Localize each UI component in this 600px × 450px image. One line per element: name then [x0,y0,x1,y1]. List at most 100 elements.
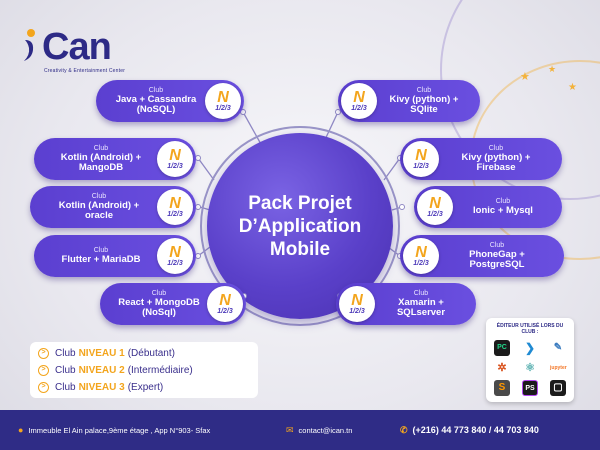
club-tech: Kivy (python) + SQlite [389,93,459,115]
center-title: Pack Projet D’Application Mobile [238,192,362,260]
pill-text: Club PhoneGap + PostgreSQL [444,235,550,277]
club-label: Club [413,289,429,297]
club-tech: Xamarin + SQLserver [396,296,446,318]
badge-letter: N [169,194,181,212]
club-pill-xamarin-sqlserver[interactable]: N 1/2/3 Club Xamarin + SQLserver [336,283,476,325]
club-label: Club [93,246,109,254]
envelope-icon: ✉ [286,424,294,435]
badge-levels: 1/2/3 [427,210,443,218]
jupyter-icon: jupyter [550,360,567,376]
level-badge: N 1/2/3 [207,286,243,322]
connector-dot [399,204,405,210]
club-pill-kotlin-oracle[interactable]: Club Kotlin (Android) + oracle N 1/2/3 [30,186,196,228]
badge-letter: N [415,146,427,164]
pill-text: Club Ionic + Mysql [458,186,548,228]
level-prefix: Club [55,347,76,359]
pill-text: Club Kotlin (Android) + MangoDB [50,138,152,180]
center-ring [200,126,400,326]
level-prefix: Club [55,364,76,376]
sublime-icon: S [494,380,510,396]
level-prefix: Club [55,381,76,393]
location-pin-icon: ● [18,425,24,435]
club-pill-kotlin-mangodb[interactable]: Club Kotlin (Android) + MangoDB N 1/2/3 [34,138,196,180]
club-tech: Java + Cassandra (NoSQL) [115,93,197,115]
eclipse-icon: ✲ [494,360,510,376]
pill-text: Club Flutter + MariaDB [50,235,152,277]
badge-levels: 1/2/3 [167,210,183,218]
footer-email[interactable]: ✉ contact@ican.tn [286,410,352,450]
club-label: Club [495,197,511,205]
badge-letter: N [429,194,441,212]
club-pill-kivy-firebase[interactable]: N 1/2/3 Club Kivy (python) + Firebase [400,138,562,180]
brand-tagline: Creativity & Entertainment Center [44,68,126,74]
badge-levels: 1/2/3 [413,259,429,267]
club-tech: Ionic + Mysql [473,204,533,216]
phone-icon: ✆ [400,424,408,435]
chevron-right-icon: > [38,381,49,393]
footer-phone[interactable]: ✆ (+216) 44 773 840 / 44 703 840 [400,410,539,450]
club-pill-react-mongodb[interactable]: Club React + MongoDB (NoSql) N 1/2/3 [100,283,246,325]
level-row-1: > Club NIVEAU 1 (Débutant) [38,346,175,360]
pill-text: Club Kivy (python) + Firebase [444,138,548,180]
level-row-3: > Club NIVEAU 3 (Expert) [38,380,163,394]
club-tech: React + MongoDB (NoSql) [118,296,200,318]
badge-letter: N [351,291,363,309]
level-suffix: (Débutant) [127,347,175,359]
footer-bar: ● Immeuble El Ain palace,9ème étage , Ap… [0,410,600,450]
python-idle-icon: ✎ [550,340,566,356]
club-tech: Kotlin (Android) + MangoDB [60,151,142,173]
phpstorm-icon: PS [522,380,538,396]
xcode-icon: ▢ [550,380,566,396]
level-suffix: (Intermédiaire) [127,364,193,376]
pill-text: Club Xamarin + SQLserver [380,283,462,325]
club-pill-java-cassandra[interactable]: Club Java + Cassandra (NoSQL) N 1/2/3 [96,80,244,122]
level-badge: N 1/2/3 [403,141,439,177]
ican-logo: Can Creativity & Entertainment Center [22,24,172,74]
level-suffix: (Expert) [127,381,164,393]
logo-i-mark-icon [24,29,35,61]
badge-letter: N [169,146,181,164]
level-badge: N 1/2/3 [403,238,439,274]
club-label: Club [148,86,164,94]
badge-letter: N [217,88,229,106]
badge-levels: 1/2/3 [167,162,183,170]
phone-text: (+216) 44 773 840 / 44 703 840 [412,425,539,435]
pycharm-icon: PC [494,340,510,356]
level-row-2: > Club NIVEAU 2 (Intermédiaire) [38,363,193,377]
badge-levels: 1/2/3 [349,307,365,315]
badge-letter: N [169,243,181,261]
pill-text: Club Java + Cassandra (NoSQL) [112,80,200,122]
level-name: NIVEAU 2 [78,364,125,376]
pill-text: Club React + MongoDB (NoSql) [116,283,202,325]
badge-letter: N [353,88,365,106]
badge-levels: 1/2/3 [215,104,231,112]
club-label: Club [489,241,505,249]
level-badge: N 1/2/3 [157,141,193,177]
level-badge: N 1/2/3 [417,189,453,225]
badge-levels: 1/2/3 [167,259,183,267]
editors-box: ÉDITEUR UTILISÉ LORS DU CLUB : PC ❯ ✎ ✲ … [486,318,574,402]
badge-letter: N [415,243,427,261]
club-tech: PhoneGap + PostgreSQL [469,248,525,270]
star-icon: ★ [568,82,577,93]
star-icon: ★ [548,64,557,74]
club-tech: Flutter + MariaDB [61,253,141,265]
club-label: Club [151,289,167,297]
club-label: Club [416,86,432,94]
level-badge: N 1/2/3 [157,238,193,274]
brand-name: Can [42,26,112,68]
badge-levels: 1/2/3 [413,162,429,170]
level-badge: N 1/2/3 [341,83,377,119]
club-pill-kivy-sqlite[interactable]: N 1/2/3 Club Kivy (python) + SQlite [338,80,480,122]
club-label: Club [93,144,109,152]
chevron-right-icon: > [38,364,49,376]
club-tech: Kivy (python) + Firebase [461,151,531,173]
club-tech: Kotlin (Android) + oracle [58,199,140,221]
chevron-right-icon: > [38,347,49,359]
club-pill-ionic-mysql[interactable]: N 1/2/3 Club Ionic + Mysql [414,186,562,228]
editors-title: ÉDITEUR UTILISÉ LORS DU CLUB : [496,323,564,335]
club-pill-phonegap-postgresql[interactable]: N 1/2/3 Club PhoneGap + PostgreSQL [400,235,564,277]
club-pill-flutter-mariadb[interactable]: Club Flutter + MariaDB N 1/2/3 [34,235,196,277]
pill-text: Club Kivy (python) + SQlite [382,80,466,122]
